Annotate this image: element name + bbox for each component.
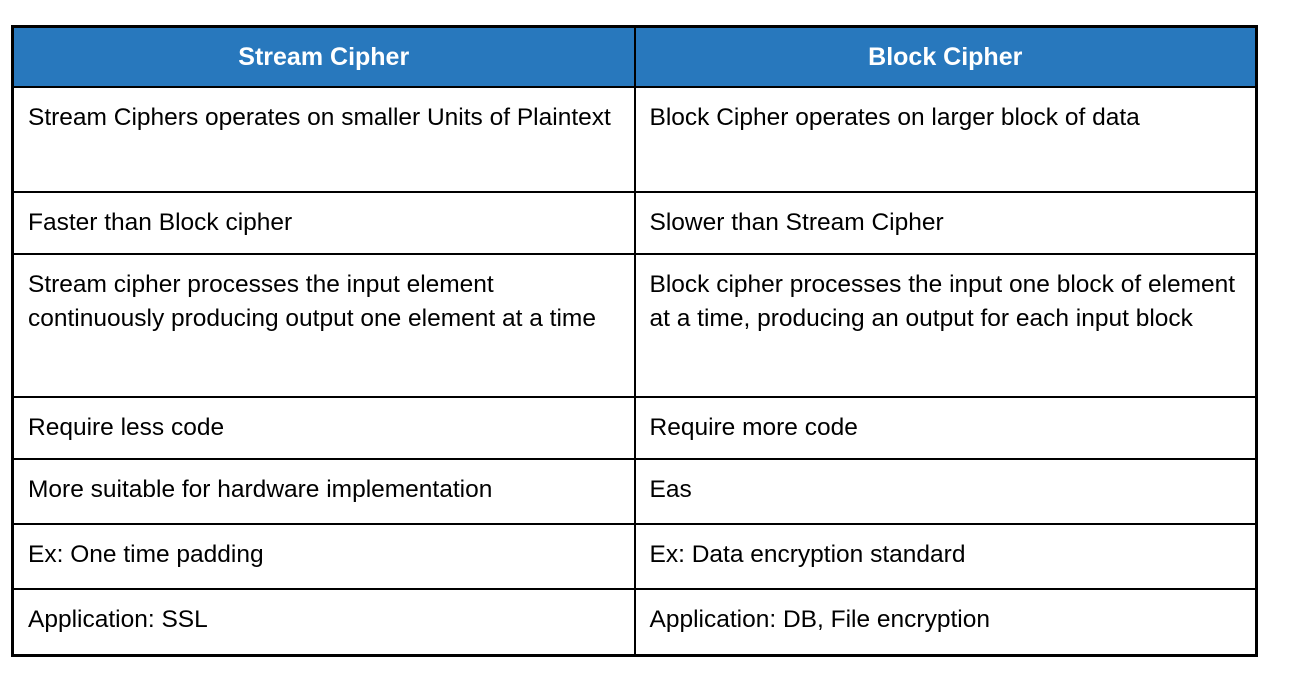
table-cell-block-units: Block Cipher operates on larger block of… — [633, 86, 1258, 193]
table-cell-stream-speed: Faster than Block cipher — [11, 191, 636, 255]
cipher-comparison-table-wrap: Stream Cipher Block Cipher Stream Cipher… — [11, 25, 1258, 657]
table-cell-block-hardware: Eas — [633, 458, 1258, 525]
table-row: Stream Ciphers operates on smaller Units… — [11, 86, 1258, 193]
table-cell-stream-hardware: More suitable for hardware implementatio… — [11, 458, 636, 525]
table-cell-stream-example: Ex: One time padding — [11, 523, 636, 590]
header-row: Stream Cipher Block Cipher — [11, 25, 1258, 88]
table-row: Faster than Block cipher Slower than Str… — [11, 191, 1258, 255]
cipher-comparison-table: Stream Cipher Block Cipher Stream Cipher… — [11, 25, 1258, 657]
table-cell-block-processing: Block cipher processes the input one blo… — [633, 253, 1258, 398]
table-row: More suitable for hardware implementatio… — [11, 458, 1258, 525]
table-cell-stream-application: Application: SSL — [11, 588, 636, 657]
table-row: Require less code Require more code — [11, 396, 1258, 460]
table-cell-stream-code: Require less code — [11, 396, 636, 460]
column-header-stream-cipher: Stream Cipher — [11, 25, 636, 88]
table-row: Ex: One time padding Ex: Data encryption… — [11, 523, 1258, 590]
table-row: Application: SSL Application: DB, File e… — [11, 588, 1258, 657]
table-cell-block-code: Require more code — [633, 396, 1258, 460]
table-cell-block-example: Ex: Data encryption standard — [633, 523, 1258, 590]
table-cell-block-speed: Slower than Stream Cipher — [633, 191, 1258, 255]
table-cell-block-application: Application: DB, File encryption — [633, 588, 1258, 657]
table-cell-stream-units: Stream Ciphers operates on smaller Units… — [11, 86, 636, 193]
table-cell-stream-processing: Stream cipher processes the input elemen… — [11, 253, 636, 398]
column-header-block-cipher: Block Cipher — [633, 25, 1258, 88]
table-row: Stream cipher processes the input elemen… — [11, 253, 1258, 398]
